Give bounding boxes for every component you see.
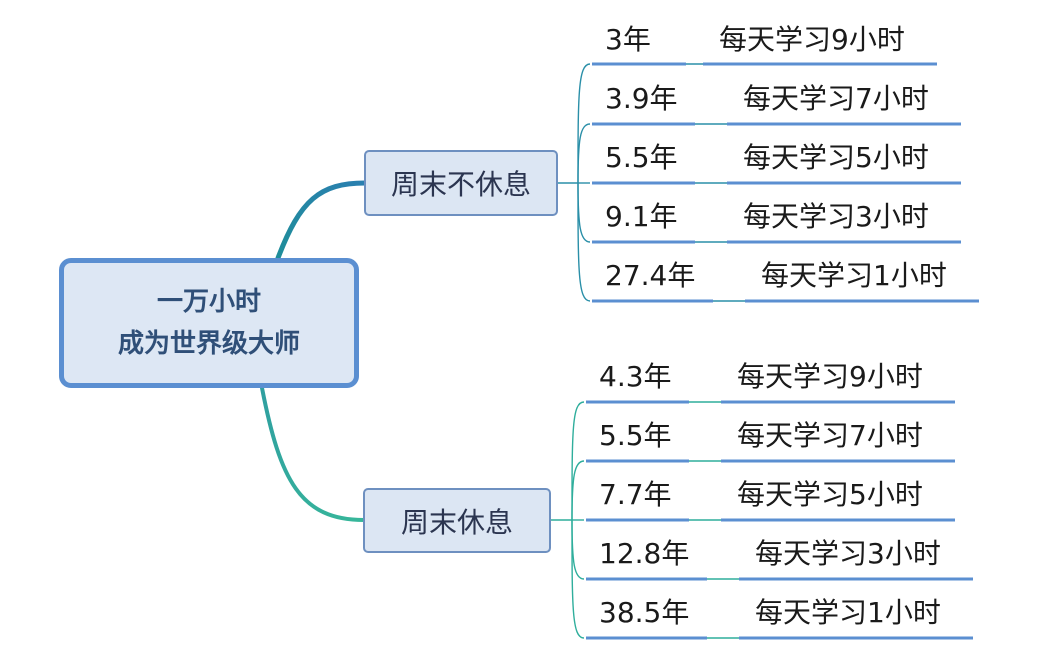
leaf-years: 12.8年	[599, 537, 690, 570]
leaf-hours: 每天学习1小时	[761, 259, 947, 292]
leaf-hours: 每天学习7小时	[743, 82, 929, 115]
leaf-hours: 每天学习9小时	[719, 23, 905, 56]
leaf-years: 5.5年	[599, 419, 672, 452]
leaf-years: 9.1年	[605, 200, 678, 233]
leaf-years: 3.9年	[605, 82, 678, 115]
leaf-years: 4.3年	[599, 360, 672, 393]
leaf-hours: 每天学习5小时	[743, 141, 929, 174]
leaf-hours: 每天学习7小时	[737, 419, 923, 452]
leaf-hours: 每天学习3小时	[743, 200, 929, 233]
connectors-branch-1	[557, 63, 591, 302]
leaf-years: 38.5年	[599, 596, 690, 629]
leaf-years: 27.4年	[605, 259, 696, 292]
leaf-underlines-branch-1	[592, 62, 979, 303]
root-node[interactable]: 一万小时 成为世界级大师	[59, 258, 359, 388]
branch-label: 周末休息	[400, 505, 513, 539]
leaf-hours: 每天学习9小时	[737, 360, 923, 393]
leaf-hours: 每天学习3小时	[755, 537, 941, 570]
connector-root-to-branch-2	[260, 386, 366, 522]
connectors-branch-2	[551, 401, 585, 639]
root-title-line-1: 一万小时	[156, 287, 261, 317]
branch-label: 周末不休息	[390, 168, 531, 201]
leaf-hours: 每天学习5小时	[737, 478, 923, 511]
root-title-line-2: 成为世界级大师	[117, 329, 300, 359]
leaf-hours: 每天学习1小时	[755, 596, 941, 629]
branch-node-weekend-no-rest[interactable]: 周末不休息	[364, 150, 558, 216]
leaf-underlines-branch-2	[586, 400, 973, 640]
leaf-years: 5.5年	[605, 141, 678, 174]
leaf-years: 7.7年	[599, 478, 672, 511]
connector-root-to-branch-1	[275, 180, 368, 261]
branch-node-weekend-rest[interactable]: 周末休息	[363, 488, 551, 553]
leaf-years: 3年	[605, 23, 651, 56]
